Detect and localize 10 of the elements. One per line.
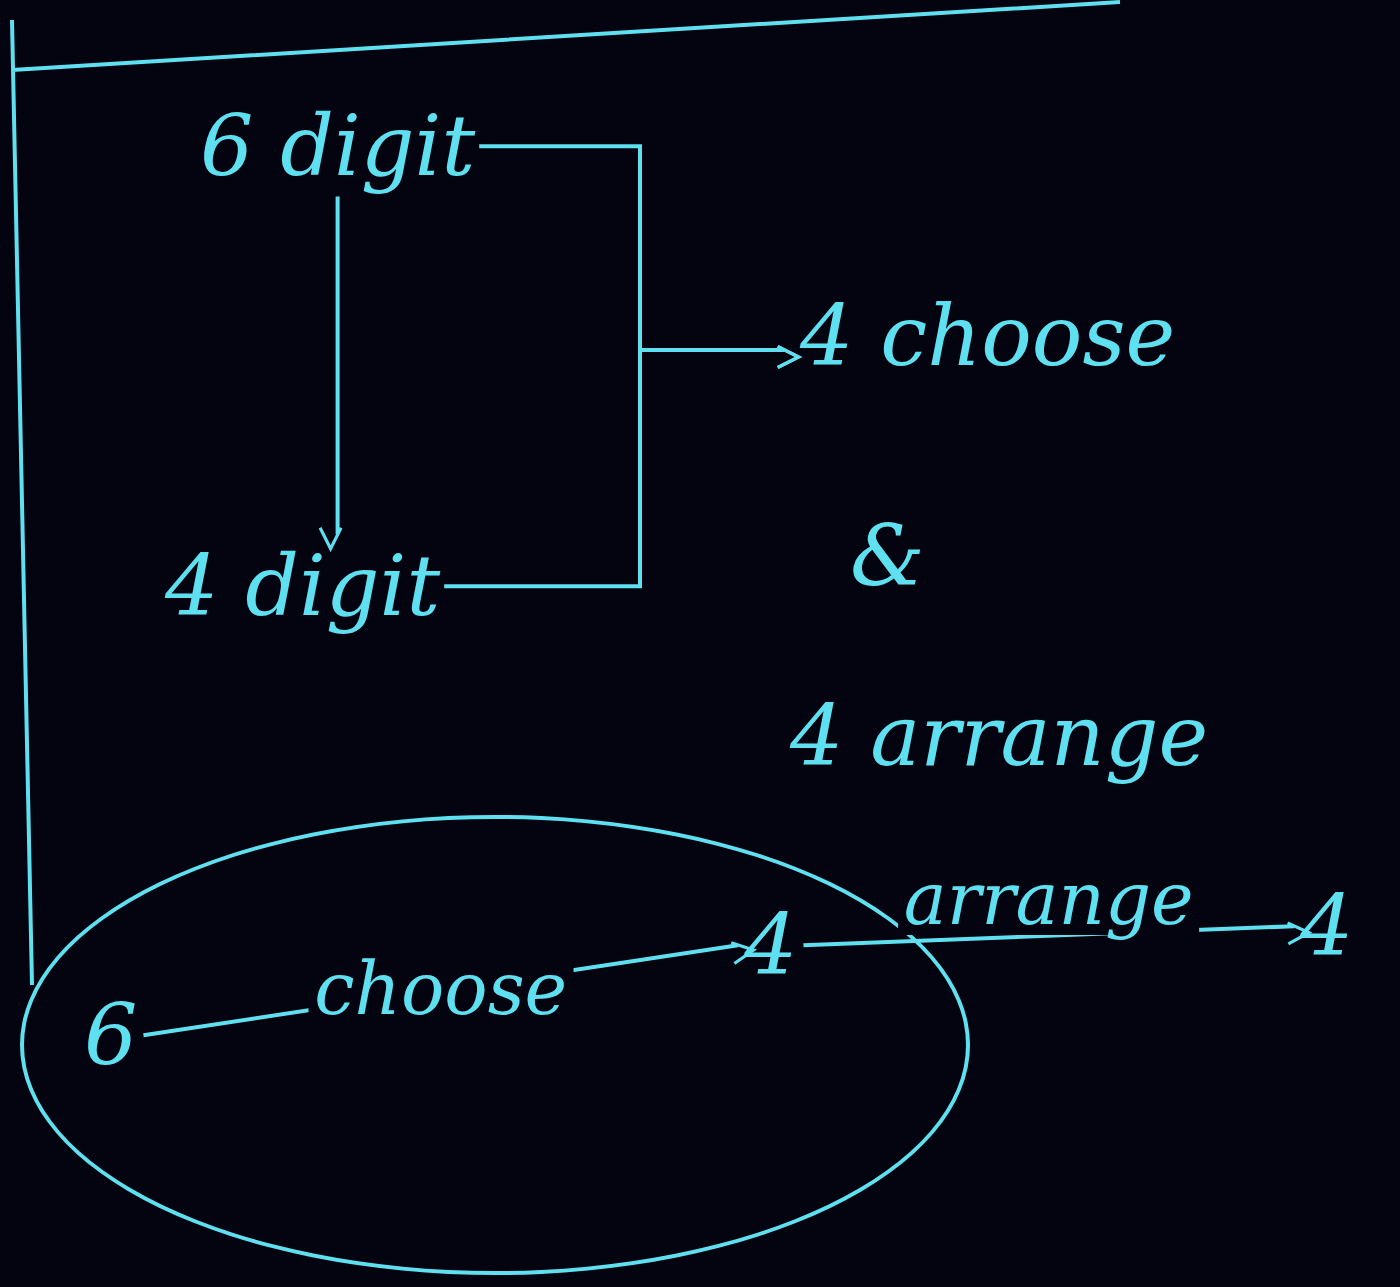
handwritten-label: & — [850, 510, 925, 603]
handwritten-label: 4 arrange — [790, 690, 1209, 783]
arrow — [444, 346, 800, 589]
handwritten-label: 6 — [84, 989, 138, 1082]
handwritten-label: 4 — [1300, 880, 1354, 973]
handwritten-label: 4 digit — [165, 540, 441, 633]
handwritten-label: 6 digit — [200, 100, 476, 193]
arrow — [319, 196, 342, 550]
handwritten-label: 4 — [744, 899, 798, 992]
handwritten-label: 4 choose — [800, 290, 1176, 383]
